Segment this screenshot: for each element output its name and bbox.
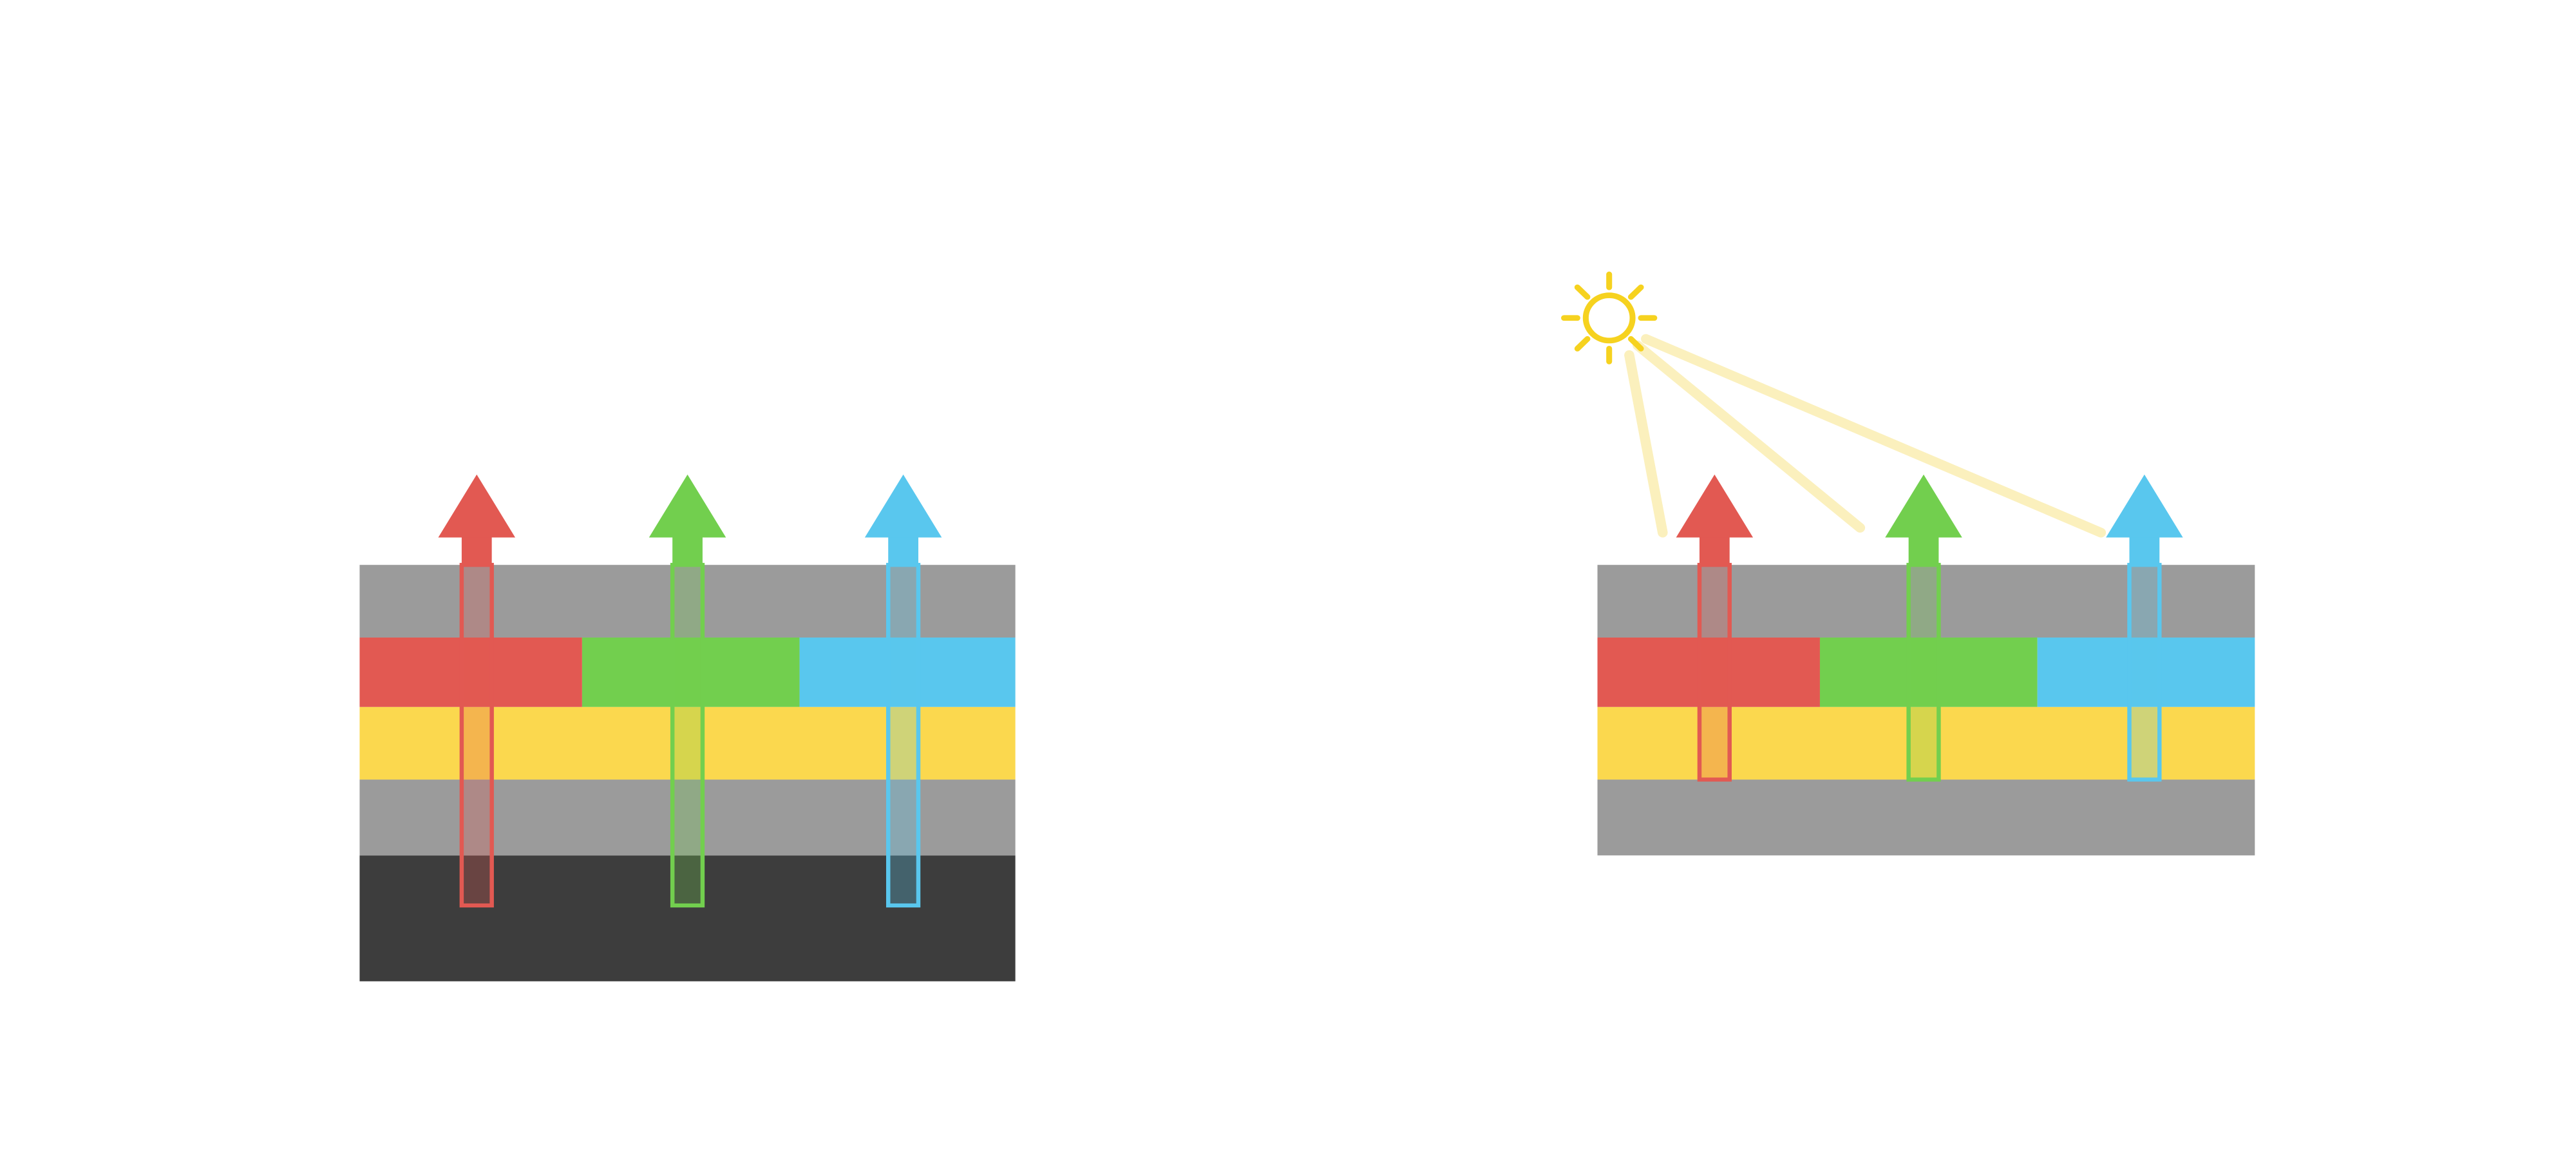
- green-arrow-shaft: [672, 534, 703, 567]
- sun-ray: [1627, 336, 1644, 352]
- green-arrow-head: [1885, 474, 1962, 538]
- cyan-arrow-head: [2106, 474, 2183, 538]
- green-subpixel-block: [582, 637, 800, 707]
- green-arrow-shaft-translucent: [670, 563, 705, 908]
- sun-beam-left: [1624, 350, 1668, 538]
- sun-beams: [1624, 334, 2107, 538]
- yellow-layer: [359, 706, 1016, 780]
- cyan-light-arrow-icon: [2106, 474, 2183, 782]
- red-arrow-head: [1676, 474, 1754, 538]
- green-light-arrow-icon: [1885, 474, 1962, 782]
- red-subpixel-block: [1597, 637, 1820, 707]
- sun-icon: [1561, 271, 1658, 364]
- backlight-dark-layer: [359, 855, 1016, 981]
- red-light-arrow-icon: [438, 474, 515, 908]
- sun-ray: [1627, 284, 1644, 300]
- top-gray-layer: [359, 565, 1016, 638]
- cyan-arrow-head: [864, 474, 942, 538]
- red-arrow-shaft-translucent: [459, 563, 494, 908]
- cyan-arrow-shaft: [888, 534, 918, 567]
- sun-beam-right: [1641, 334, 2107, 538]
- red-subpixel-block: [359, 637, 582, 707]
- backlit-display-panel: [359, 474, 1016, 981]
- cyan-subpixel-block: [2037, 637, 2255, 707]
- sun-beam-middle: [1633, 340, 1866, 533]
- red-arrow-head: [438, 474, 515, 538]
- red-arrow-shaft: [461, 534, 492, 567]
- yellow-layer: [1597, 706, 2255, 780]
- top-gray-layer: [1597, 565, 2255, 638]
- sun-ray: [1574, 284, 1591, 300]
- cyan-arrow-shaft-translucent: [886, 563, 921, 908]
- cyan-subpixel-block: [799, 637, 1016, 707]
- cyan-arrow-shaft-translucent: [2127, 563, 2162, 782]
- cyan-arrow-shaft: [2129, 534, 2160, 567]
- lower-gray-layer: [359, 779, 1016, 856]
- green-subpixel-block: [1819, 637, 2038, 707]
- red-arrow-shaft: [1699, 534, 1730, 567]
- cyan-light-arrow-icon: [864, 474, 942, 908]
- green-arrow-shaft-translucent: [1906, 563, 1941, 782]
- green-light-arrow-icon: [649, 474, 726, 908]
- green-arrow-head: [649, 474, 726, 538]
- green-arrow-shaft: [1908, 534, 1939, 567]
- red-arrow-shaft-translucent: [1697, 563, 1732, 782]
- lower-gray-layer: [1597, 779, 2255, 856]
- red-light-arrow-icon: [1676, 474, 1754, 782]
- sun-disc: [1582, 292, 1636, 344]
- reflective-display-panel: [1561, 271, 2255, 856]
- sun-ray: [1574, 336, 1591, 352]
